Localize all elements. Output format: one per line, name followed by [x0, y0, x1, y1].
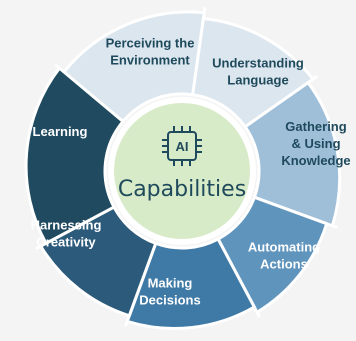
segment-label-line: Language: [227, 73, 288, 88]
segment-label-line: Harnessing: [31, 218, 102, 233]
segment-1: [62, 7, 207, 123]
segment-label-line: Knowledge: [281, 153, 350, 168]
segment-7: [24, 64, 125, 245]
segment-5: [124, 237, 256, 330]
center-hub: AI Capabilities: [108, 97, 256, 245]
center-title: Capabilities: [118, 177, 246, 202]
segment-label-line: Decisions: [139, 293, 200, 308]
segment-label-line: Understanding: [212, 56, 304, 71]
segment-label-line: Making: [148, 276, 193, 291]
segment-label-line: Gathering: [285, 119, 346, 134]
segment-label-line: Creativity: [36, 235, 96, 250]
segment-label-line: Perceiving the: [106, 36, 195, 51]
segment-6: [35, 205, 158, 318]
segment-4: [216, 195, 329, 318]
segment-2: [191, 17, 318, 129]
segments-layer: [24, 7, 342, 330]
ai-chip-label: AI: [176, 139, 189, 154]
segment-label-line: Learning: [33, 124, 88, 139]
center-hub-disc: [114, 103, 250, 239]
segment-label-7: Learning: [33, 124, 88, 139]
segment-label-line: Environment: [110, 53, 190, 68]
segment-label-line: & Using: [291, 136, 340, 151]
segment-label-line: Automating: [248, 240, 320, 255]
segment-label-line: Actions: [260, 257, 308, 272]
ai-chip-icon: [162, 126, 202, 166]
segment-3: [243, 81, 342, 229]
